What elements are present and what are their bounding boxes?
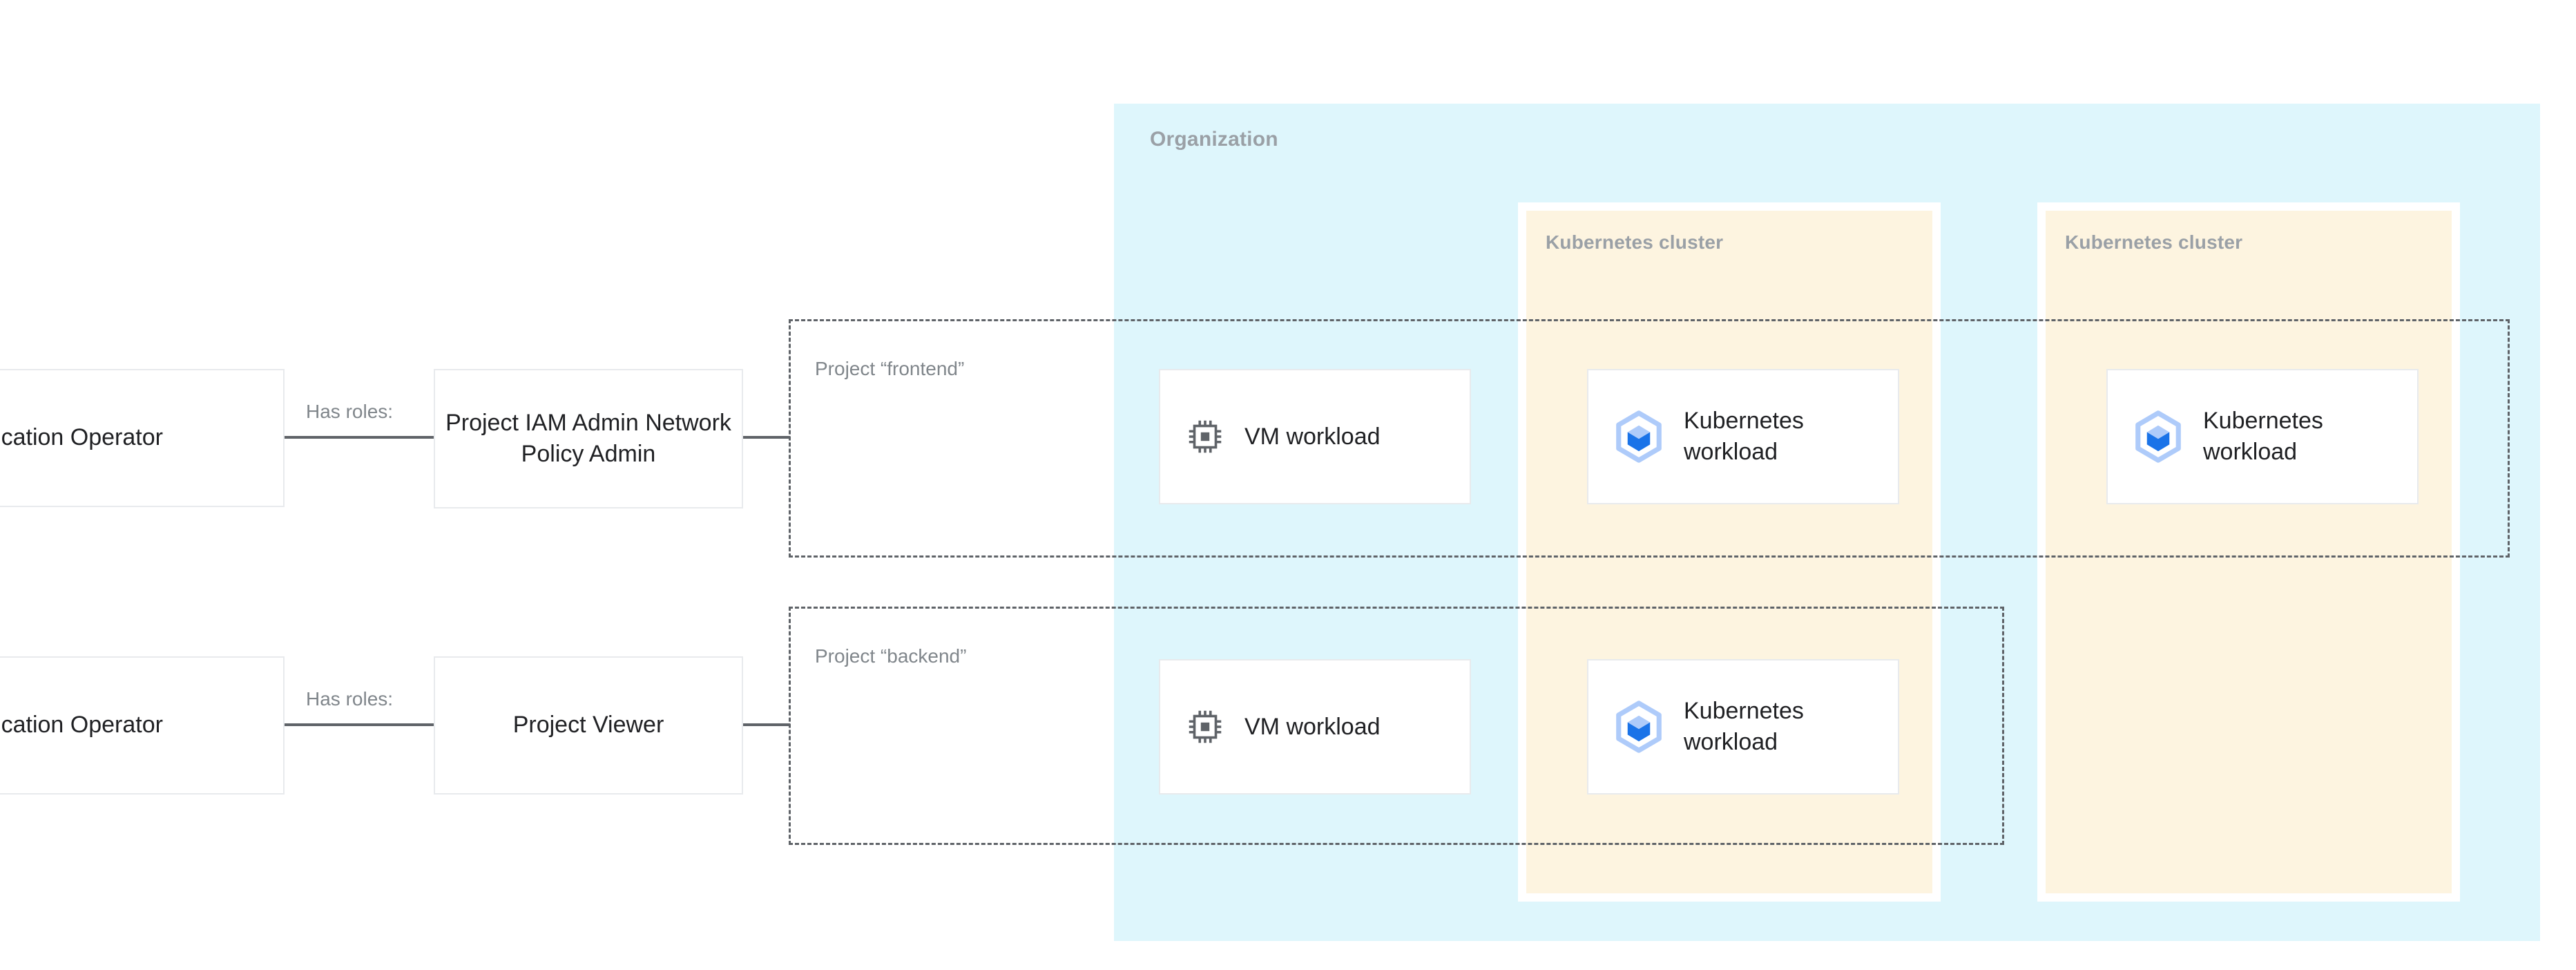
actor-application-operator-1[interactable]: Application Operator (0, 369, 285, 507)
connector-actor2-to-role2 (285, 723, 435, 726)
kubernetes-cluster-container-2 (2037, 202, 2460, 902)
role-label-2: Project Viewer (512, 712, 664, 739)
cpu-chip-icon (1189, 420, 1222, 453)
connector-actor1-to-role1 (285, 436, 435, 439)
workload-label-k8s-frontend-a: Kubernetes workload (1684, 408, 1804, 465)
workload-label-vm-frontend: VM workload (1244, 423, 1381, 450)
connector-role1-to-project-frontend (742, 436, 790, 439)
kubernetes-cluster-label-1: Kubernetes cluster (1546, 231, 1724, 253)
kubernetes-workload-icon (1616, 701, 1662, 753)
project-label-frontend: Project “frontend” (815, 358, 965, 379)
actor-label-1: Application Operator (0, 424, 163, 451)
role-box-project-viewer[interactable]: Project Viewer (434, 656, 743, 795)
organization-label: Organization (1150, 128, 1278, 151)
workload-kubernetes-frontend-cluster2[interactable]: Kubernetes workload (2106, 369, 2419, 504)
kubernetes-workload-icon (1616, 410, 1662, 463)
connector-role2-to-project-backend (742, 723, 790, 726)
workload-vm-frontend[interactable]: VM workload (1159, 369, 1471, 504)
kubernetes-cluster-label-2: Kubernetes cluster (2065, 231, 2243, 253)
workload-label-k8s-frontend-b: Kubernetes workload (2203, 408, 2323, 465)
edge-label-has-roles-2: Has roles: (306, 688, 394, 710)
actor-application-operator-2[interactable]: Application Operator (0, 656, 285, 795)
edge-label-has-roles-1: Has roles: (306, 401, 394, 422)
actor-label-2: Application Operator (0, 712, 163, 739)
cpu-chip-icon (1189, 710, 1222, 743)
role-box-project-iam-admin[interactable]: Project IAM Admin Network Policy Admin (434, 369, 743, 508)
workload-label-k8s-backend-a: Kubernetes workload (1684, 698, 1804, 755)
kubernetes-workload-icon (2135, 410, 2181, 463)
project-label-backend: Project “backend” (815, 645, 967, 667)
workload-kubernetes-frontend-cluster1[interactable]: Kubernetes workload (1587, 369, 1899, 504)
role-label-1: Project IAM Admin Network Policy Admin (445, 409, 731, 467)
workload-label-vm-backend: VM workload (1244, 713, 1381, 740)
workload-vm-backend[interactable]: VM workload (1159, 659, 1471, 795)
workload-kubernetes-backend-cluster1[interactable]: Kubernetes workload (1587, 659, 1899, 795)
